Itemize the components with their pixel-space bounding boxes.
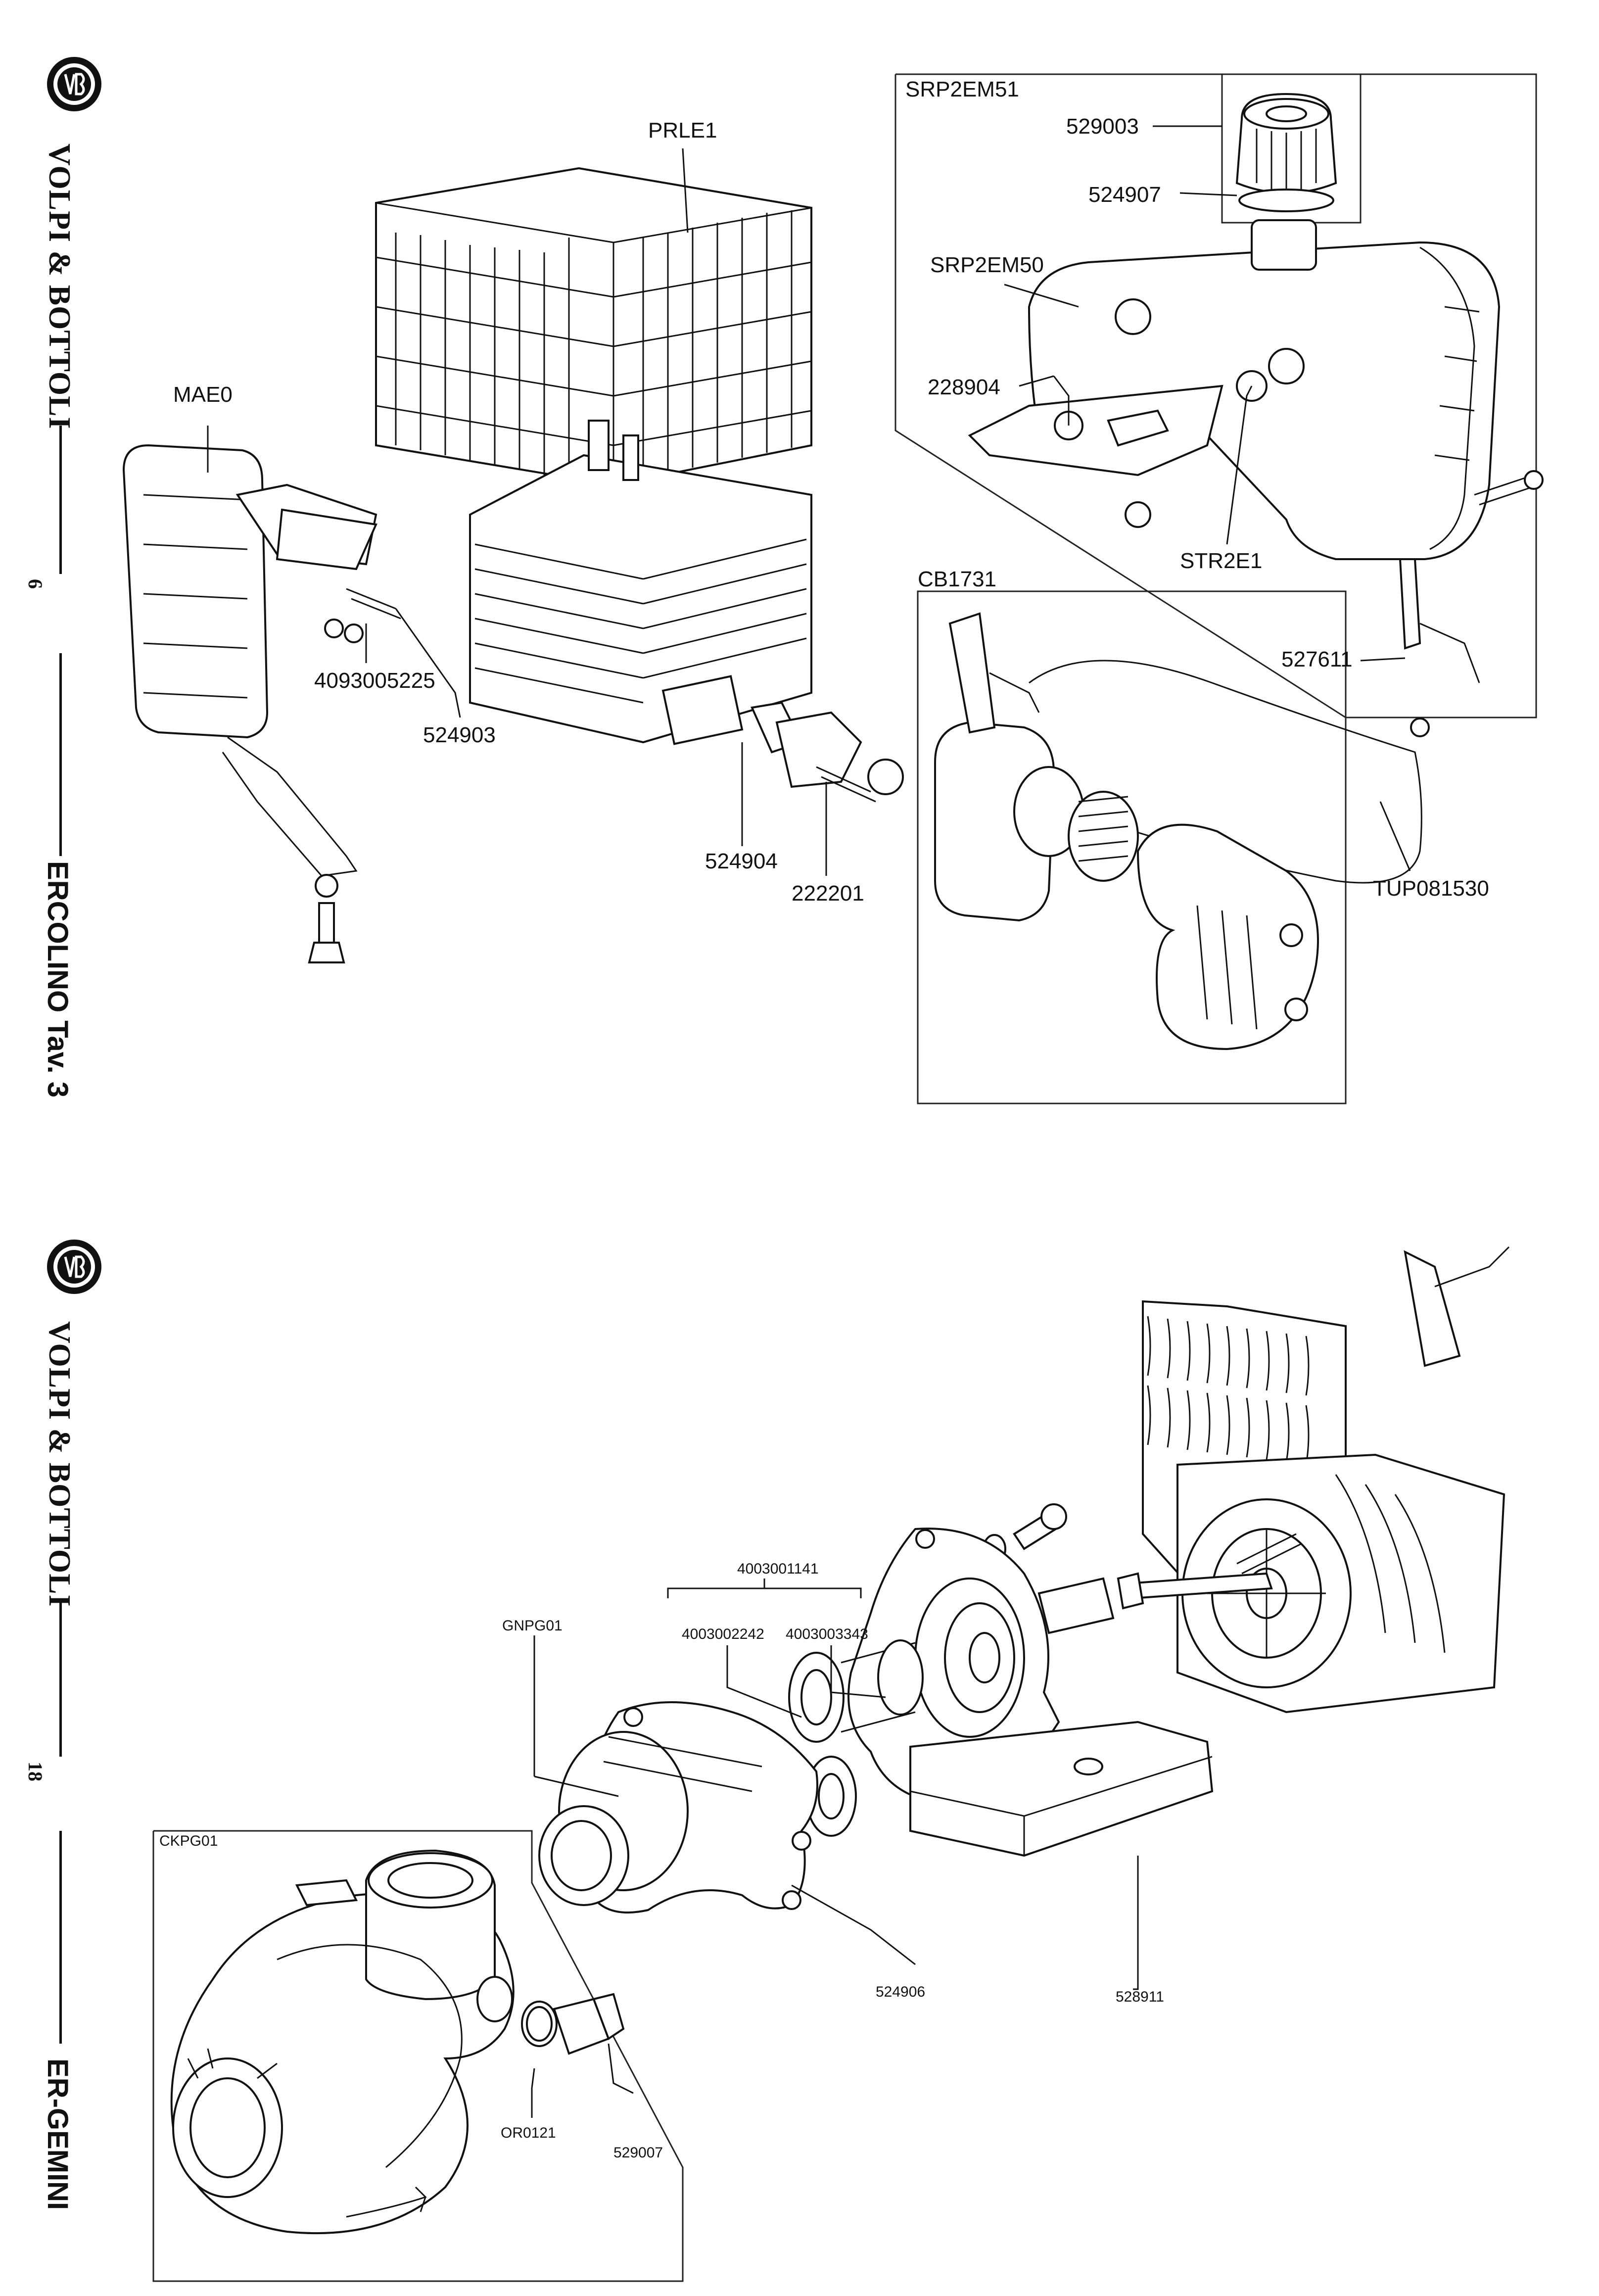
pump-body-drawing	[170, 1849, 515, 2235]
part-label-524906: 524906	[876, 1984, 925, 2000]
part-label-4003002242: 4003002242	[682, 1626, 764, 1642]
catalog-page-er-gemini: VOLPI & BOTTOLI 18 ER-GEMINI	[0, 1188, 1599, 2296]
exploded-diagram-engine: PRLE1 SRP2EM51 529003 524907 SRP2EM50 22…	[122, 73, 1544, 1104]
part-label-cb1731: CB1731	[918, 567, 996, 591]
part-label-222201: 222201	[792, 881, 864, 906]
group-frame-pump-body	[152, 1830, 684, 2282]
part-label-prle1: PRLE1	[648, 118, 717, 143]
part-label-ckpg01: CKPG01	[159, 1833, 218, 1849]
part-label-srp2em51: SRP2EM51	[905, 77, 1019, 101]
cylinder-shroud-drawing	[375, 167, 812, 486]
vb-logo	[47, 57, 101, 111]
part-label-529007: 529007	[613, 2145, 663, 2161]
drain-plug-drawing	[553, 1993, 625, 2055]
part-label-tup081530: TUP081530	[1373, 876, 1489, 901]
o-ring-drawing	[521, 2001, 558, 2047]
part-label-or0121: OR0121	[501, 2125, 556, 2141]
part-label-524903: 524903	[423, 723, 496, 747]
vb-logo	[47, 1240, 101, 1294]
carburettor-drawing	[934, 612, 1319, 1051]
sidebar-rule	[59, 426, 62, 574]
group-frame-fuel-tank	[894, 73, 1537, 718]
leader-lines	[531, 1578, 1139, 2118]
muffler-drawing	[122, 444, 401, 963]
pump-flange-drawing	[847, 1528, 1214, 1857]
mechanical-seal-drawing	[788, 1639, 924, 1743]
part-label-srp2em50: SRP2EM50	[930, 253, 1044, 277]
part-label-4093005225: 4093005225	[314, 669, 435, 693]
part-label-524907: 524907	[1088, 183, 1161, 207]
leader-lines	[207, 125, 1411, 876]
catalog-page-ercolino: VOLPI & BOTTOLI 6 ERCOLINO Tav. 3	[24, 57, 1544, 1104]
part-label-524904: 524904	[705, 849, 778, 873]
part-label-527611: 527611	[1281, 647, 1353, 671]
engine-drawing	[1117, 1246, 1510, 1714]
seal-ring-drawing	[805, 1756, 857, 1837]
exploded-diagram-pump: 4003001141 GNPG01 4003002242 4003003343 …	[152, 1246, 1510, 2282]
sidebar-rule	[59, 1831, 62, 2044]
sidebar-rule	[59, 653, 62, 856]
part-label-4003001141: 4003001141	[737, 1561, 819, 1577]
hose-clamp-drawing	[1410, 718, 1430, 737]
part-label-228904: 228904	[928, 375, 1000, 399]
group-frame-carburettor	[917, 590, 1347, 1104]
sidebar-rule	[59, 1598, 62, 1757]
part-label-str2e1: STR2E1	[1180, 549, 1262, 573]
part-label-mae0: MAE0	[173, 383, 233, 407]
impeller-cover-drawing	[538, 1701, 818, 1913]
part-label-529003: 529003	[1066, 114, 1139, 139]
cylinder-block-drawing	[469, 420, 812, 745]
intake-parts-drawing	[751, 701, 904, 803]
fuel-tank-drawing	[968, 219, 1544, 683]
part-label-4003003343: 4003003343	[786, 1626, 868, 1642]
fuel-cap-drawing	[1235, 93, 1337, 212]
part-label-528911: 528911	[1116, 1989, 1164, 2005]
part-label-gnpg01: GNPG01	[502, 1618, 563, 1634]
